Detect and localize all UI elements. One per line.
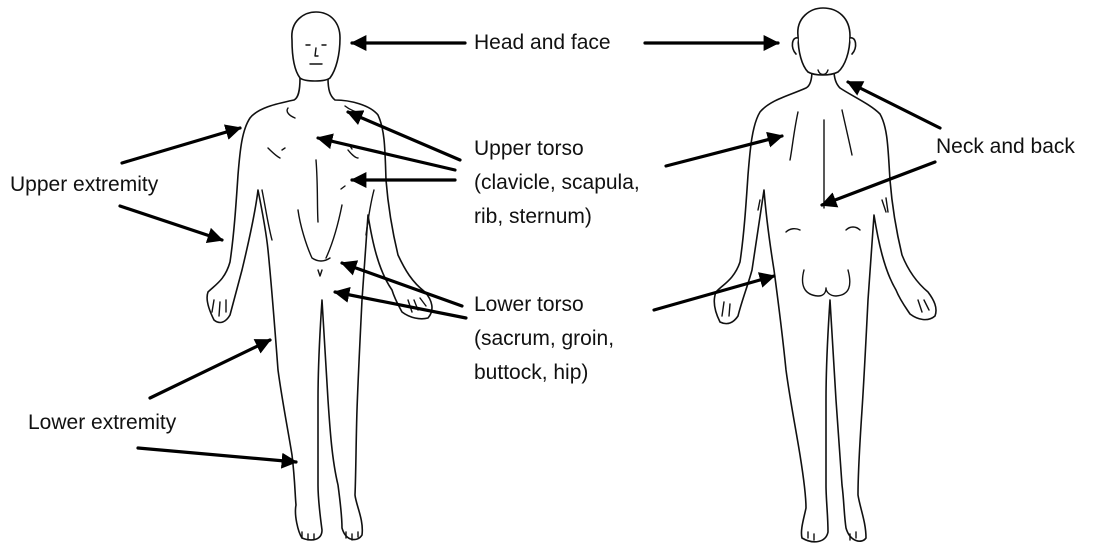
label-lower-torso-line-2: (sacrum, groin, xyxy=(474,322,614,356)
arrow-lower-extremity-2 xyxy=(138,448,296,462)
label-lower-extremity: Lower extremity xyxy=(28,406,176,440)
label-lower-torso-line-1: Lower torso xyxy=(474,288,614,322)
back-head xyxy=(798,8,850,75)
label-upper-torso-line-3: rib, sternum) xyxy=(474,200,640,234)
label-neck-and-back: Neck and back xyxy=(936,130,1075,164)
front-figure xyxy=(207,12,432,540)
label-lower-torso-line-3: buttock, hip) xyxy=(474,356,614,390)
label-head-and-face: Head and face xyxy=(474,26,611,60)
back-body-outline xyxy=(714,70,936,542)
label-upper-torso: Upper torso (clavicle, scapula, rib, ste… xyxy=(474,132,640,234)
label-upper-torso-line-2: (clavicle, scapula, xyxy=(474,166,640,200)
front-body-outline xyxy=(207,78,432,540)
label-upper-extremity: Upper extremity xyxy=(10,168,158,202)
arrow-upper-extremity-1 xyxy=(122,128,240,163)
back-figure xyxy=(714,8,936,542)
front-head xyxy=(292,12,340,81)
arrow-upper-extremity-2 xyxy=(120,206,222,240)
label-upper-torso-line-1: Upper torso xyxy=(474,132,640,166)
arrow-lower-extremity-1 xyxy=(150,340,270,398)
label-lower-torso: Lower torso (sacrum, groin, buttock, hip… xyxy=(474,288,614,390)
